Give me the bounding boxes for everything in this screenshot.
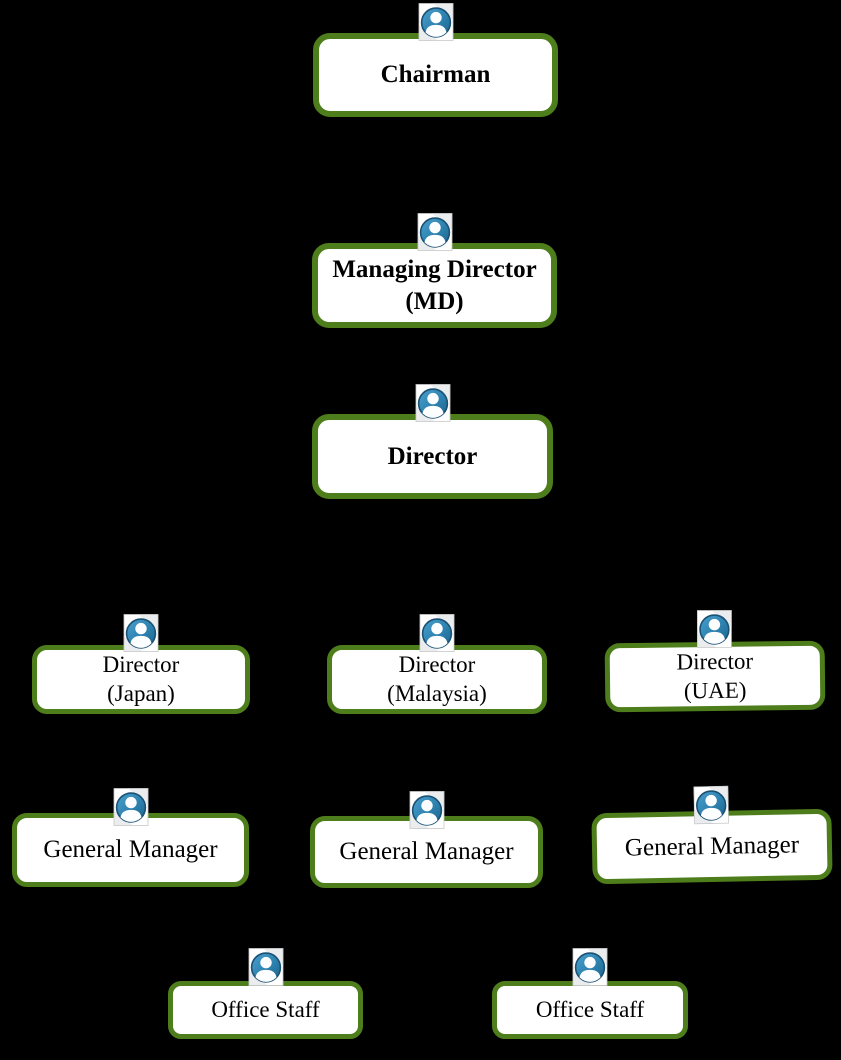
node-title: Chairman — [380, 61, 491, 89]
node-subtitle: (Malaysia) — [387, 680, 487, 706]
org-node-office-staff-1[interactable]: Office Staff — [168, 981, 363, 1039]
person-icon — [113, 788, 148, 826]
node-label: Director (Japan) — [103, 651, 180, 709]
person-icon — [420, 614, 455, 652]
person-icon — [409, 791, 444, 829]
person-icon — [573, 948, 608, 986]
person-icon — [415, 384, 450, 422]
node-title: Director — [676, 648, 754, 675]
node-label: General Manager — [43, 834, 217, 865]
org-node-director-japan[interactable]: Director (Japan) — [32, 645, 250, 714]
node-title: General Manager — [43, 836, 218, 864]
node-label: Director — [388, 441, 478, 472]
node-label: General Manager — [625, 829, 800, 864]
node-label: General Manager — [339, 836, 513, 867]
person-icon — [124, 614, 159, 652]
org-node-office-staff-2[interactable]: Office Staff — [492, 981, 688, 1039]
node-title: Director — [102, 651, 180, 677]
node-title: Office Staff — [211, 996, 320, 1022]
person-icon — [697, 610, 732, 648]
node-label: Office Staff — [536, 996, 644, 1025]
org-node-general-manager-2[interactable]: General Manager — [310, 816, 543, 888]
org-node-managing-director[interactable]: Managing Director (MD) — [312, 243, 557, 328]
org-node-general-manager-1[interactable]: General Manager — [12, 813, 249, 887]
node-title: Director — [387, 442, 478, 470]
org-node-director[interactable]: Director — [312, 414, 553, 499]
org-node-director-malaysia[interactable]: Director (Malaysia) — [327, 645, 547, 714]
node-title: Office Staff — [535, 996, 645, 1022]
node-title: Managing Director — [332, 256, 537, 284]
node-subtitle: (MD) — [405, 287, 464, 315]
person-icon — [248, 948, 283, 986]
node-subtitle: (UAE) — [683, 677, 747, 703]
node-title: General Manager — [339, 838, 514, 866]
person-icon — [693, 786, 729, 825]
org-node-general-manager-3[interactable]: General Manager — [591, 809, 833, 885]
node-label: Director (UAE) — [676, 647, 753, 705]
person-icon — [417, 213, 452, 251]
org-node-chairman[interactable]: Chairman — [313, 33, 558, 117]
node-subtitle: (Japan) — [107, 680, 175, 706]
node-title: Director — [398, 651, 476, 677]
node-title: General Manager — [624, 831, 800, 862]
node-label: Chairman — [381, 59, 491, 90]
node-label: Office Staff — [211, 996, 319, 1025]
node-label: Managing Director (MD) — [332, 254, 536, 317]
person-icon — [418, 3, 453, 41]
node-label: Director (Malaysia) — [387, 651, 487, 709]
org-node-director-uae[interactable]: Director (UAE) — [604, 641, 826, 713]
